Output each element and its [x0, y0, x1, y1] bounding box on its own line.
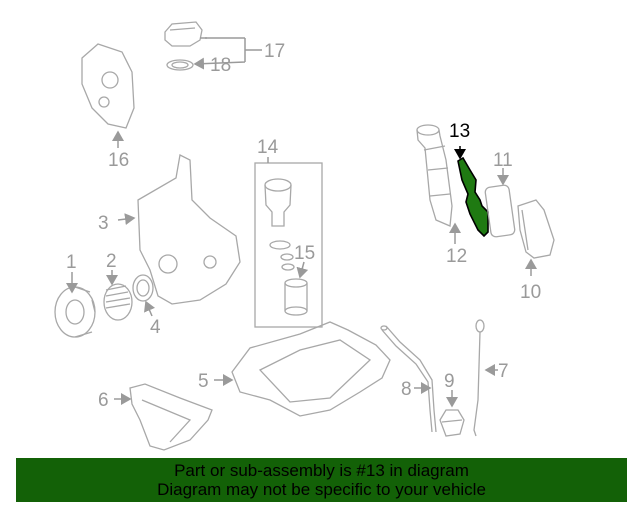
crankshaft-pulley[interactable]: [54, 286, 96, 338]
callout-7[interactable]: 7: [498, 361, 509, 382]
callout-11[interactable]: 11: [493, 150, 513, 171]
cap-seal-ring[interactable]: [166, 59, 194, 71]
callout-3[interactable]: 3: [98, 213, 109, 234]
oil-filler-cap[interactable]: [164, 21, 203, 47]
callout-18[interactable]: 18: [210, 55, 231, 76]
callout-10[interactable]: 10: [520, 282, 541, 303]
banner-line-disclaimer: Diagram may not be specific to your vehi…: [157, 480, 486, 499]
adapter-housing-gasket-highlighted[interactable]: [457, 156, 489, 238]
callout-1[interactable]: 1: [66, 252, 77, 273]
upper-oil-pan[interactable]: [231, 321, 391, 417]
callout-17[interactable]: 17: [264, 41, 285, 62]
front-crank-seal[interactable]: [132, 274, 154, 302]
callout-8[interactable]: 8: [401, 379, 412, 400]
vibration-damper[interactable]: [103, 283, 133, 321]
filter-o-rings[interactable]: [269, 240, 295, 271]
callout-5[interactable]: 5: [198, 371, 209, 392]
callout-2[interactable]: 2: [106, 251, 117, 272]
callout-13[interactable]: 13: [449, 121, 470, 142]
oil-dipstick[interactable]: [473, 319, 485, 437]
timing-cover-plate[interactable]: [81, 43, 135, 129]
callout-16[interactable]: 16: [108, 150, 129, 171]
lower-oil-pan[interactable]: [129, 383, 213, 451]
callout-14[interactable]: 14: [257, 137, 279, 158]
part-info-banner: Part or sub-assembly is #13 in diagram D…: [16, 458, 627, 502]
tube-grommet[interactable]: [439, 409, 465, 437]
callout-9[interactable]: 9: [444, 371, 455, 392]
callout-12[interactable]: 12: [446, 246, 467, 267]
banner-line-part-number: Part or sub-assembly is #13 in diagram: [174, 461, 469, 480]
oil-filter-element[interactable]: [284, 278, 308, 316]
oil-filter-housing[interactable]: [264, 178, 292, 227]
callout-4[interactable]: 4: [150, 317, 161, 338]
timing-case-cover[interactable]: [137, 154, 241, 305]
dipstick-tube[interactable]: [380, 325, 437, 433]
callout-15[interactable]: 15: [294, 243, 315, 264]
oil-filter-adapter-housing[interactable]: [416, 124, 453, 227]
oil-cooler[interactable]: [517, 199, 555, 259]
callout-6[interactable]: 6: [98, 390, 109, 411]
filter-assembly-box: [254, 162, 323, 328]
cooler-gasket[interactable]: [484, 184, 516, 238]
